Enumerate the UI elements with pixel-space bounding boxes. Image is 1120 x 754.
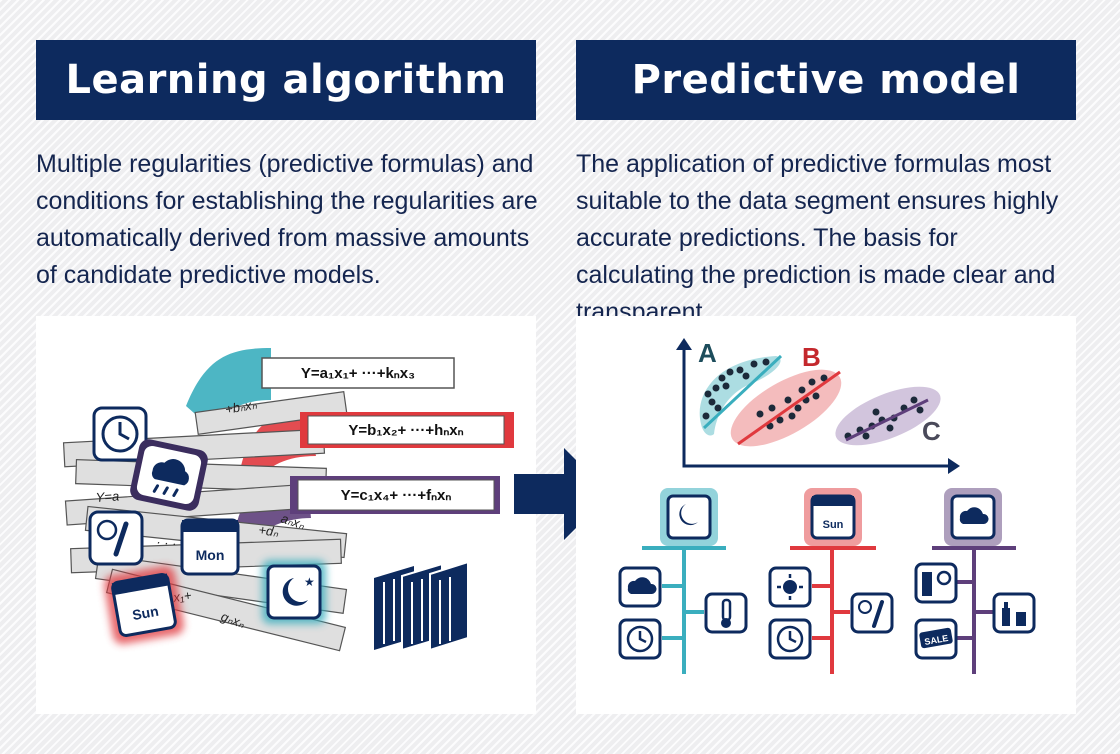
- teal-ribbon: [186, 348, 271, 428]
- cluster-a-label: A: [698, 338, 717, 368]
- rain-cloud-icon: [130, 439, 208, 511]
- calendar-mon-icon: Mon: [180, 518, 240, 576]
- data-files-icon: [374, 560, 469, 652]
- strip-fragment: +bₙxₙ: [224, 397, 259, 417]
- predictive-model-description: The application of predictive formulas m…: [576, 150, 1059, 326]
- cluster-c-label: C: [922, 416, 941, 446]
- drinks-icon: [992, 592, 1036, 634]
- calendar-sun-icon: Sun: [104, 565, 184, 645]
- cluster-b-label: B: [802, 342, 821, 372]
- decision-tree-rain: SALE: [914, 488, 1036, 674]
- learning-algorithm-heading: Learning algorithm: [36, 40, 536, 120]
- decision-tree-night: [618, 488, 748, 674]
- clock-icon: [92, 406, 148, 462]
- sports-icon: [88, 510, 144, 566]
- night-moon-icon: [666, 494, 712, 540]
- svg-text:Y=b₁x₂+ ···+hₙxₙ: Y=b₁x₂+ ···+hₙxₙ: [348, 422, 463, 439]
- predictive-model-illustration: A B C: [576, 316, 1076, 714]
- strip-fragment: Y=a: [95, 488, 119, 505]
- decision-tree-sunday: Sun: [768, 488, 894, 674]
- strip-fragment: +dₙ: [258, 522, 281, 540]
- svg-text:★: ★: [304, 575, 315, 589]
- formula-box-teal: Y=a₁x₁+ ···+kₙx₃: [261, 357, 455, 389]
- svg-text:Mon: Mon: [196, 547, 225, 563]
- store-map-icon: [914, 562, 958, 604]
- night-moon-icon: ★: [262, 560, 326, 624]
- svg-text:Sun: Sun: [823, 519, 844, 531]
- clock-icon: [768, 618, 812, 660]
- formula-box-purple: Y=c₁x₄+ ···+fₙxₙ: [290, 476, 500, 514]
- sun-icon: [768, 566, 812, 608]
- learning-algorithm-illustration: +bₙxₙ +dₙ aₙxₙ x₁+ gₙxₙ Y=a · · · Y=a₁x₁…: [36, 316, 536, 714]
- svg-text:Sun: Sun: [131, 603, 160, 623]
- svg-text:SALE: SALE: [924, 633, 949, 647]
- strip-fragment: aₙxₙ: [279, 511, 307, 533]
- sale-tag-icon: SALE: [914, 618, 958, 660]
- rain-cloud-icon: [618, 566, 662, 608]
- formula-box-red: Y=b₁x₂+ ···+hₙxₙ: [300, 412, 514, 448]
- svg-text:Y=a₁x₁+ ···+kₙx₃: Y=a₁x₁+ ···+kₙx₃: [301, 365, 415, 382]
- predictive-model-heading: Predictive model: [576, 40, 1076, 120]
- thermometer-icon: [704, 592, 748, 634]
- learning-algorithm-description: Multiple regularities (predictive formul…: [36, 150, 538, 289]
- sports-icon: [850, 592, 894, 634]
- cluster-scatter-plot: A B C: [676, 338, 960, 474]
- clock-icon: [618, 618, 662, 660]
- strip-fragment: · · ·: [156, 534, 178, 551]
- svg-text:Y=c₁x₄+ ···+fₙxₙ: Y=c₁x₄+ ···+fₙxₙ: [341, 487, 452, 504]
